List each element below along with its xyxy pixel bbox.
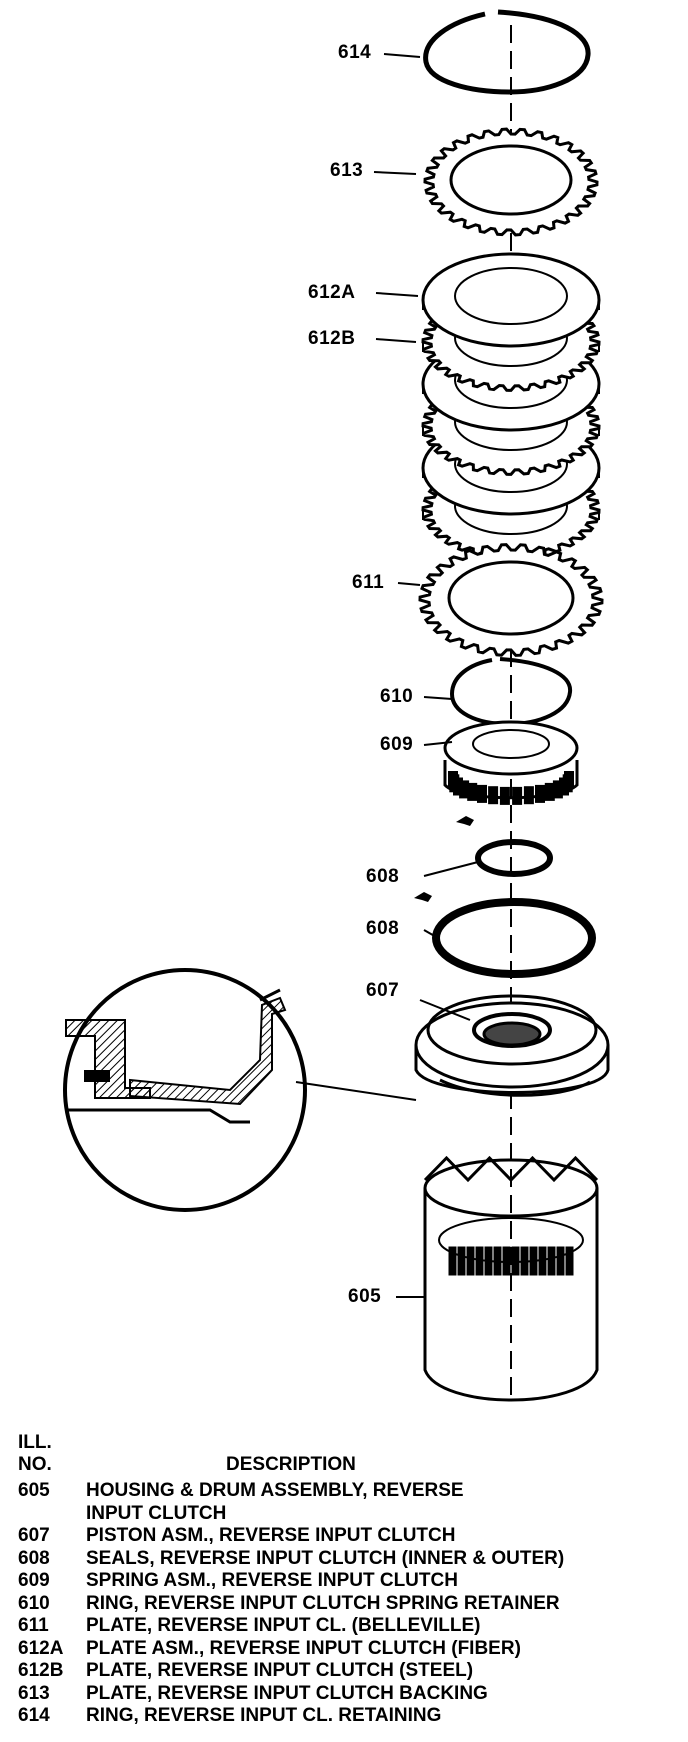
part-609-spring-assembly [443, 720, 579, 805]
leader-611 [397, 582, 421, 586]
legend-item-description: PLATE ASM., REVERSE INPUT CLUTCH (FIBER) [86, 1637, 521, 1659]
legend-item-description: PLATE, REVERSE INPUT CLUTCH BACKING [86, 1682, 488, 1704]
legend-item-number: 613 [18, 1682, 50, 1704]
legend-header-ill: ILL. [18, 1432, 52, 1453]
leader-613 [373, 171, 417, 175]
legend-item-description: PLATE, REVERSE INPUT CL. (BELLEVILLE) [86, 1615, 481, 1636]
legend-item-description: SEALS, REVERSE INPUT CLUTCH (INNER & OUT… [86, 1547, 565, 1569]
legend-header-description: DESCRIPTION [226, 1454, 356, 1475]
legend-item-description: PISTON ASM., REVERSE INPUT CLUTCH [86, 1525, 456, 1546]
leader-609 [423, 741, 453, 746]
callout-605: 605 [348, 1286, 382, 1307]
legend-item-description: SPRING ASM., REVERSE INPUT CLUTCH [86, 1570, 458, 1591]
part-608-outer-seal [432, 898, 596, 978]
callout-610: 610 [380, 686, 414, 707]
leader-608b [423, 929, 439, 939]
part-605-housing-drum [423, 1155, 599, 1402]
part-612-clutch-pack [421, 252, 601, 560]
part-608-inner-seal [475, 839, 553, 877]
legend-item-description: RING, REVERSE INPUT CL. RETAINING [86, 1705, 442, 1726]
callout-608-outer: 608 [366, 918, 400, 939]
legend-item-number: 607 [18, 1525, 50, 1546]
legend-item-description: PLATE, REVERSE INPUT CLUTCH (STEEL) [86, 1660, 474, 1681]
legend-item-number: 608 [18, 1547, 50, 1569]
leader-612a [375, 292, 419, 297]
piston-section-detail [63, 968, 417, 1212]
callout-614: 614 [338, 42, 372, 63]
legend-header-no: NO. [18, 1454, 52, 1475]
part-611-belleville-plate [418, 543, 604, 657]
callout-611: 611 [352, 572, 385, 593]
callout-612a: 612A [308, 282, 356, 303]
part-614-retaining-ring [423, 9, 591, 95]
leader-612b [375, 338, 417, 343]
leader-610 [423, 696, 453, 700]
callout-613: 613 [330, 160, 364, 181]
exploded-parts-diagram [63, 9, 610, 1402]
legend-item-description: HOUSING & DRUM ASSEMBLY, REVERSE [86, 1480, 464, 1501]
seal-section-icon-b [414, 892, 432, 902]
callout-609: 609 [380, 734, 414, 755]
legend-item-number: 611 [18, 1615, 49, 1636]
callout-607: 607 [366, 980, 400, 1001]
legend-item-number: 610 [18, 1592, 50, 1614]
leader-607 [419, 999, 471, 1021]
legend-item-description: RING, REVERSE INPUT CLUTCH SPRING RETAIN… [86, 1592, 560, 1614]
legend-item-description: INPUT CLUTCH [86, 1502, 227, 1524]
legend-item-number: 612A [18, 1637, 64, 1659]
leader-608a [423, 861, 479, 877]
leader-614 [383, 53, 421, 58]
legend-item-number: 614 [18, 1705, 50, 1726]
legend-item-number: 612B [18, 1660, 64, 1681]
part-613-backing-plate [423, 127, 599, 237]
legend-item-number: 605 [18, 1480, 50, 1501]
callout-608-inner: 608 [366, 866, 400, 887]
callout-612b: 612B [308, 328, 356, 349]
seal-section-icon-a [456, 816, 474, 826]
part-607-piston [414, 994, 610, 1097]
legend-item-number: 609 [18, 1570, 50, 1591]
